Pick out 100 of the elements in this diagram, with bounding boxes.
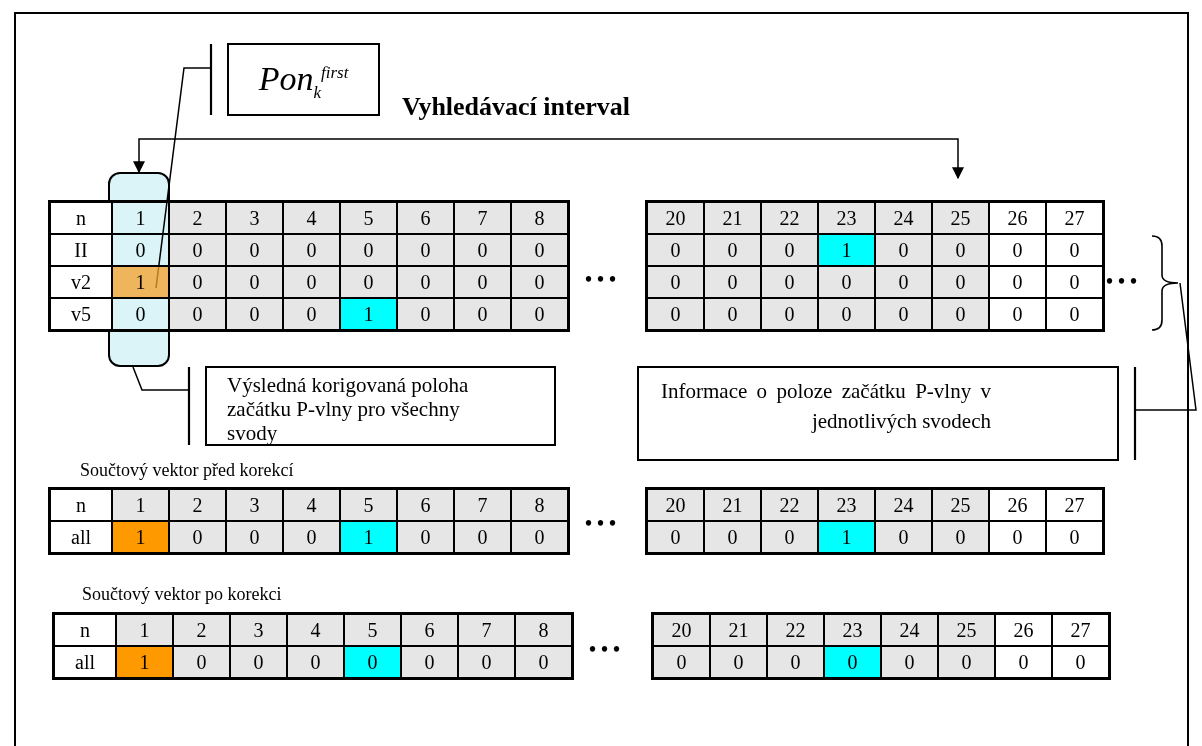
table-cell: 0	[397, 521, 454, 553]
table-cell: 0	[511, 266, 568, 298]
table-cell: 0	[515, 646, 572, 678]
table-cell: 0	[761, 234, 818, 266]
table-cell: 1	[116, 646, 173, 678]
table-cell: 0	[761, 521, 818, 553]
table-cell: 20	[647, 489, 704, 521]
table-cell: 0	[989, 234, 1046, 266]
table-cell: 7	[454, 202, 511, 234]
table-cell: 0	[169, 298, 226, 330]
table-cell: 0	[704, 234, 761, 266]
table-cell: 0	[283, 521, 340, 553]
ellipsis: • • •	[1106, 270, 1137, 293]
table-cell: 1	[112, 202, 169, 234]
table-cell: 0	[454, 521, 511, 553]
curly-brace	[1150, 234, 1180, 332]
table-cell: 3	[230, 614, 287, 646]
table-cell: 6	[397, 202, 454, 234]
formula-box	[227, 43, 380, 116]
table-cell: 0	[401, 646, 458, 678]
table-cell: 6	[401, 614, 458, 646]
table-cell: 27	[1052, 614, 1109, 646]
table-cell: 8	[511, 489, 568, 521]
table-cell: 21	[704, 489, 761, 521]
table-cell: 0	[283, 266, 340, 298]
table-cell: 0	[932, 234, 989, 266]
table-cell: 0	[875, 298, 932, 330]
leader-line	[132, 366, 190, 391]
table-cell: 0	[932, 266, 989, 298]
table-cell: 24	[875, 489, 932, 521]
table-cell: 0	[287, 646, 344, 678]
table-cell: 0	[397, 266, 454, 298]
table-cell: 0	[761, 266, 818, 298]
table-cell: 1	[112, 489, 169, 521]
table-cell: 1	[340, 521, 397, 553]
table-cell: 23	[824, 614, 881, 646]
ellipsis: • • •	[585, 512, 616, 535]
table-cell: 2	[173, 614, 230, 646]
table-cell: 5	[344, 614, 401, 646]
table-cell: 0	[932, 521, 989, 553]
table-cell: 0	[454, 298, 511, 330]
table-cell: 0	[995, 646, 1052, 678]
table-caption: Součtový vektor po korekci	[82, 584, 282, 605]
table-cell: 23	[818, 202, 875, 234]
table-cell: 7	[458, 614, 515, 646]
table-cell: 5	[340, 489, 397, 521]
table-cell: 5	[340, 202, 397, 234]
row-header: n	[50, 489, 112, 521]
table-cell: 0	[169, 521, 226, 553]
table-cell: 2	[169, 202, 226, 234]
interval-arrow	[133, 138, 964, 180]
table-cell: 3	[226, 489, 283, 521]
table-cell: 1	[116, 614, 173, 646]
table-cell: 4	[287, 614, 344, 646]
table-cell: 7	[454, 489, 511, 521]
table-cell: 0	[647, 266, 704, 298]
table-cell: 0	[818, 266, 875, 298]
callout-text: Informace o poloze začátku P-vlny v jednotlivých svodech	[661, 378, 991, 435]
table-caption: Součtový vektor před korekcí	[80, 460, 294, 481]
table-cell: 0	[989, 266, 1046, 298]
table-cell: 0	[704, 298, 761, 330]
table-cell: 0	[938, 646, 995, 678]
table-cell: 0	[169, 234, 226, 266]
table-cell: 0	[881, 646, 938, 678]
table-cell: 0	[173, 646, 230, 678]
table-cell: 1	[112, 521, 169, 553]
table-cell: 0	[112, 298, 169, 330]
table-cell: 0	[226, 266, 283, 298]
table-cell: 0	[397, 298, 454, 330]
table-cell: 0	[875, 521, 932, 553]
table-cell: 0	[226, 234, 283, 266]
table-cell: 1	[340, 298, 397, 330]
table-cell: 0	[1046, 266, 1103, 298]
row-header: v2	[50, 266, 112, 298]
ellipsis: • • •	[585, 268, 616, 291]
table-cell: 0	[112, 234, 169, 266]
table-cell: 1	[112, 266, 169, 298]
table-cell: 0	[710, 646, 767, 678]
table-cell: 0	[989, 521, 1046, 553]
leader-line	[1134, 282, 1197, 411]
table-cell: 0	[875, 234, 932, 266]
table-cell: 0	[458, 646, 515, 678]
table-cell: 2	[169, 489, 226, 521]
table-cell: 0	[875, 266, 932, 298]
table-cell: 0	[340, 266, 397, 298]
table-cell: 20	[647, 202, 704, 234]
table-cell: 0	[169, 266, 226, 298]
table-cell: 23	[818, 489, 875, 521]
table-cell: 25	[932, 489, 989, 521]
table-cell: 8	[515, 614, 572, 646]
callout-text: Výsledná korigovaná poloha začátku P-vlny pro všechny svody	[227, 373, 470, 445]
row-header: all	[50, 521, 112, 553]
callout-box	[637, 366, 1119, 461]
table-cell: 0	[932, 298, 989, 330]
table-cell: 0	[511, 521, 568, 553]
table-cell: 0	[511, 298, 568, 330]
table-cell: 0	[818, 298, 875, 330]
table-cell: 25	[932, 202, 989, 234]
table-cell: 0	[226, 521, 283, 553]
table-cell: 0	[704, 266, 761, 298]
